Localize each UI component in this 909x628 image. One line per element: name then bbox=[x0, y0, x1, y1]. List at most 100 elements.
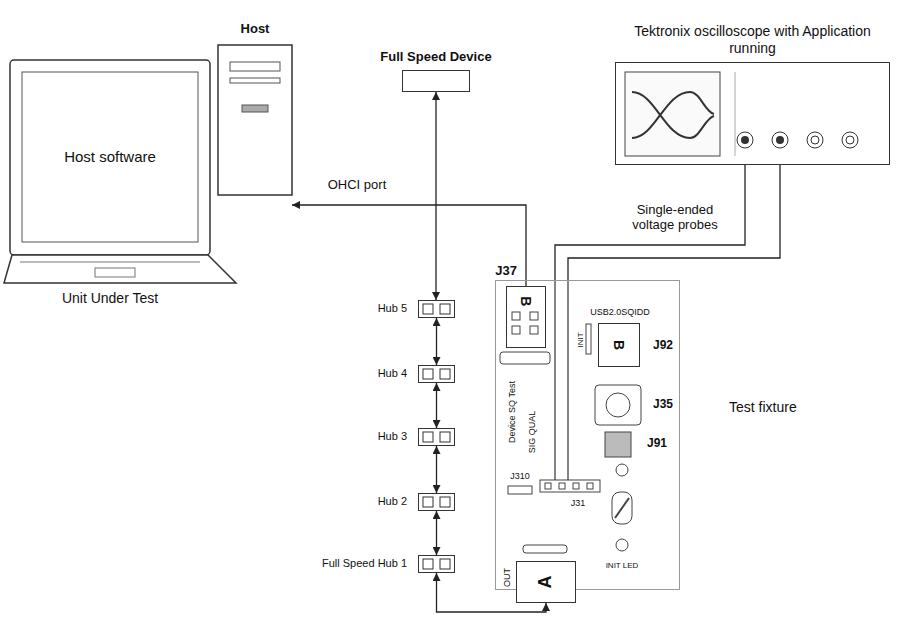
fixture-parts-part bbox=[512, 312, 520, 320]
connector-name: J31 bbox=[571, 498, 586, 508]
hub-ports-part bbox=[440, 432, 450, 442]
connector-name: J37 bbox=[495, 263, 517, 279]
part-label: SIG QUAL bbox=[527, 411, 537, 454]
screen-text: Host software bbox=[10, 148, 210, 166]
instrument-label: Tektronix oscilloscope with Application … bbox=[628, 23, 878, 57]
laptop-part bbox=[10, 60, 210, 255]
connector-letter: A bbox=[535, 576, 557, 589]
fixture-parts-part bbox=[606, 393, 630, 417]
hub-box: Hub 4 bbox=[418, 365, 455, 383]
hub-ports-part bbox=[423, 497, 433, 507]
usb-b-connector: BJ92 bbox=[598, 323, 640, 367]
part-label: USB2.0SQIDD bbox=[590, 307, 650, 317]
connector-line bbox=[436, 446, 437, 493]
hub-ports-part bbox=[440, 559, 450, 569]
host-tower: Host bbox=[218, 45, 292, 195]
probe-label: Single-ended voltage probes bbox=[617, 203, 733, 233]
scope-front-part bbox=[807, 132, 823, 148]
part-label: Device SQ Test bbox=[507, 381, 517, 443]
scope-front-part bbox=[772, 132, 788, 148]
hub-box: Hub 3 bbox=[418, 428, 455, 446]
scope-front-part bbox=[632, 92, 714, 138]
device-label: Host bbox=[241, 21, 270, 37]
host-computer: Host softwareUnit Under Test bbox=[10, 60, 210, 255]
host-tower-part bbox=[242, 105, 268, 112]
connector-line bbox=[292, 205, 526, 286]
device-label: Unit Under Test bbox=[10, 290, 210, 307]
scope-front-part bbox=[735, 72, 736, 156]
fixture-parts-part bbox=[616, 464, 628, 476]
connector-name: J35 bbox=[653, 398, 673, 412]
scope-front-part bbox=[741, 136, 749, 144]
connector-letter: B bbox=[518, 296, 535, 306]
connector-letter: B bbox=[611, 340, 628, 350]
fixture-parts-part bbox=[612, 492, 632, 524]
fixture-parts-part bbox=[595, 385, 641, 425]
test-fixture-board: Test fixtureJ37BBJ92AOUT bbox=[495, 280, 680, 590]
fixture-parts-part bbox=[530, 312, 538, 320]
hub-label: Hub 2 bbox=[378, 495, 407, 508]
hub-label: Hub 4 bbox=[378, 367, 407, 380]
host-tower bbox=[218, 45, 292, 195]
connector-name: J92 bbox=[653, 338, 673, 352]
hub-label: Hub 5 bbox=[378, 302, 407, 315]
fixture-parts-part bbox=[540, 480, 600, 492]
fixture-parts-part bbox=[508, 486, 532, 494]
hub-ports bbox=[423, 304, 450, 569]
connector-line bbox=[436, 318, 437, 365]
connector-line bbox=[436, 511, 437, 555]
host-tower-part bbox=[230, 62, 280, 71]
hub-ports-part bbox=[440, 369, 450, 379]
fixture-parts-part bbox=[559, 483, 565, 489]
hub-ports-part bbox=[423, 559, 433, 569]
pin-label: INIT bbox=[576, 332, 585, 347]
hub-box: Hub 2 bbox=[418, 493, 455, 511]
connector-line bbox=[435, 92, 436, 300]
fixture-label: Test fixture bbox=[729, 399, 797, 416]
fixture-parts-part bbox=[615, 498, 629, 518]
hub-ports-part bbox=[423, 432, 433, 442]
led-label: INIT LED bbox=[606, 561, 639, 570]
laptop-part bbox=[20, 262, 200, 263]
fixture-parts-part bbox=[512, 326, 520, 334]
scope-front-part bbox=[842, 132, 858, 148]
fixture-parts-part bbox=[587, 483, 593, 489]
fixture-parts-part bbox=[573, 483, 579, 489]
scope-front-part bbox=[776, 136, 784, 144]
hub-box: Hub 5 bbox=[418, 300, 455, 318]
scope-front-part bbox=[625, 72, 720, 156]
port-label: OUT bbox=[502, 568, 513, 587]
fixture-parts-part bbox=[616, 539, 628, 551]
fixture-parts-part bbox=[567, 280, 568, 480]
fixture-parts-part bbox=[545, 483, 551, 489]
fixture-parts bbox=[500, 280, 641, 553]
oscilloscope: Tektronix oscilloscope with Application … bbox=[615, 62, 890, 165]
connector-line bbox=[555, 165, 780, 280]
hub-ports-part bbox=[440, 304, 450, 314]
hub-label: Hub 3 bbox=[378, 430, 407, 443]
fixture-parts-part bbox=[605, 432, 631, 457]
connector-name: J91 bbox=[647, 437, 667, 451]
connector-line bbox=[436, 383, 437, 428]
scope-front-part bbox=[737, 132, 753, 148]
hub-label: Full Speed Hub 1 bbox=[322, 557, 407, 570]
fixture-parts-part bbox=[523, 545, 567, 553]
host-tower-part bbox=[230, 78, 280, 83]
fixture-parts-part bbox=[530, 326, 538, 334]
laptop-part bbox=[4, 255, 236, 283]
host-tower-part bbox=[218, 45, 292, 195]
hub-ports-part bbox=[423, 369, 433, 379]
hub-box: Full Speed Hub 1 bbox=[418, 555, 455, 573]
scope-front-part bbox=[811, 136, 819, 144]
fixture-parts-part bbox=[554, 280, 555, 480]
connector-name: J310 bbox=[510, 471, 530, 481]
hub-ports-part bbox=[423, 304, 433, 314]
device-label: Full Speed Device bbox=[380, 49, 491, 65]
fixture-parts-part bbox=[586, 324, 591, 354]
port-label: OHCI port bbox=[310, 178, 404, 193]
hub-ports-part bbox=[440, 497, 450, 507]
laptop-part bbox=[95, 268, 135, 277]
scope-front-part bbox=[846, 136, 854, 144]
fixture-parts-part bbox=[500, 352, 550, 364]
